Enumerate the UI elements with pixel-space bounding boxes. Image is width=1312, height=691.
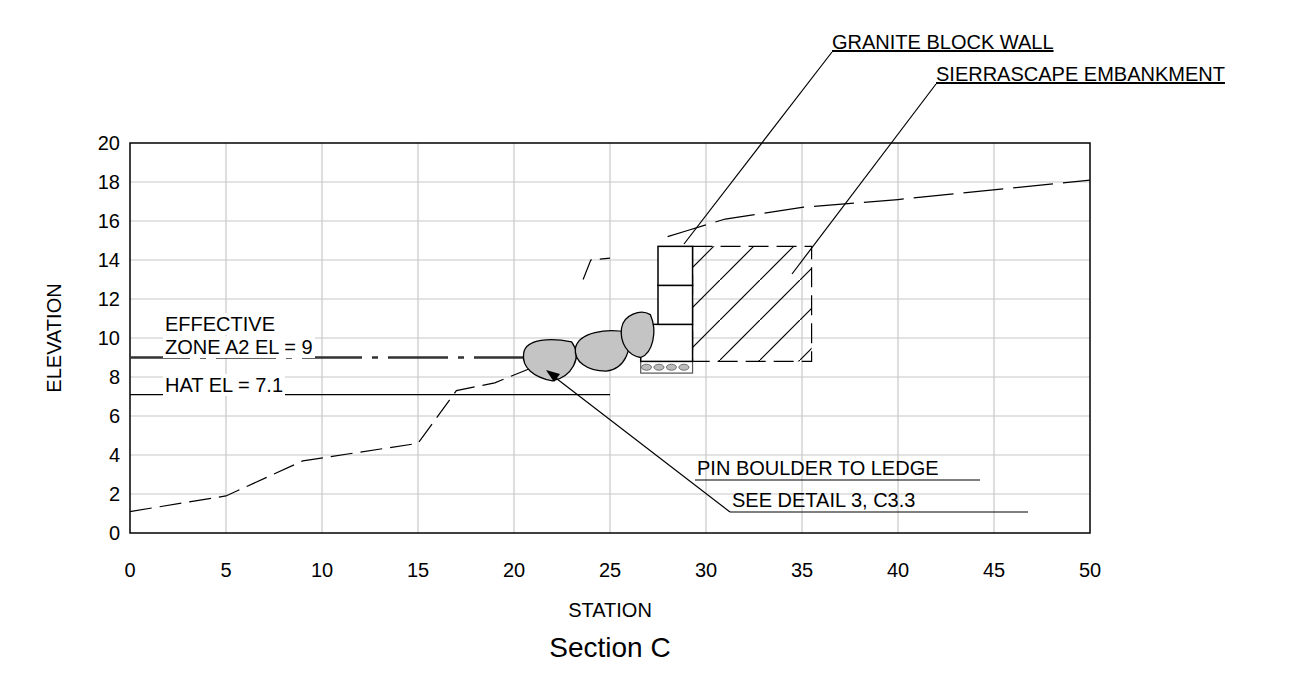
axis-tick: 10 xyxy=(98,328,120,348)
granite-block xyxy=(658,246,693,285)
axis-tick: 30 xyxy=(695,560,717,580)
grid-line xyxy=(130,493,1090,494)
axis-tick: 2 xyxy=(109,484,120,504)
section-features xyxy=(130,52,1090,512)
axis-tick: 20 xyxy=(98,133,120,153)
gravel-stone xyxy=(666,364,676,370)
leader-arrowhead xyxy=(546,370,560,382)
axis-tick: 5 xyxy=(220,560,231,580)
callout-label: SEE DETAIL 3, C3.3 xyxy=(732,490,915,510)
axis-tick: 50 xyxy=(1079,560,1101,580)
grid-line xyxy=(130,415,1090,416)
existing-ground xyxy=(583,258,610,279)
sierrascape-embankment xyxy=(693,246,812,361)
axis-tick: 18 xyxy=(98,172,120,192)
grid-line xyxy=(130,454,1090,455)
axis-tick: 14 xyxy=(98,250,120,270)
grid-line xyxy=(130,298,1090,299)
zone-label: ZONE A2 EL = 9 xyxy=(163,336,315,358)
axis-tick: 25 xyxy=(599,560,621,580)
callout-underline xyxy=(695,479,980,480)
gravel-stone xyxy=(654,364,664,370)
axis-tick: 6 xyxy=(109,406,120,426)
gravel-stone xyxy=(641,364,651,370)
tide-label: HAT EL = 7.1 xyxy=(163,374,285,396)
axis-tick: 15 xyxy=(407,560,429,580)
callout-label: PIN BOULDER TO LEDGE xyxy=(697,458,939,478)
axis-tick: 8 xyxy=(109,367,120,387)
gravel-footing xyxy=(641,361,693,373)
embankment-hatch xyxy=(693,246,812,361)
zone-label: EFFECTIVE xyxy=(163,313,277,335)
gravel-stone xyxy=(679,364,689,370)
axis-tick: 40 xyxy=(887,560,909,580)
existing-ground xyxy=(130,334,629,511)
leader-line xyxy=(684,52,832,244)
grid xyxy=(130,143,1090,533)
callout-label: SIERRASCAPE EMBANKMENT xyxy=(936,64,1225,84)
callout-label: GRANITE BLOCK WALL xyxy=(832,32,1054,52)
axis-tick: 16 xyxy=(98,211,120,231)
axis-tick: 20 xyxy=(503,560,525,580)
grid-line xyxy=(130,181,1090,182)
axis-tick: 35 xyxy=(791,560,813,580)
leader-line xyxy=(792,84,936,274)
axis-title: STATION xyxy=(568,600,652,620)
leader-line xyxy=(548,372,730,512)
axis-tick: 4 xyxy=(109,445,120,465)
axis-tick: 0 xyxy=(109,523,120,543)
boulder xyxy=(621,312,654,357)
axis-title: ELEVATION xyxy=(44,283,64,392)
axis-tick: 12 xyxy=(98,289,120,309)
granite-block xyxy=(658,285,693,324)
plot-frame xyxy=(130,143,1090,533)
grid-line xyxy=(130,259,1090,260)
axis-tick: 0 xyxy=(124,560,135,580)
existing-ground xyxy=(668,180,1090,237)
axis-tick: 10 xyxy=(311,560,333,580)
axis-tick: 45 xyxy=(983,560,1005,580)
section-caption: Section C xyxy=(549,634,670,662)
callout-underline xyxy=(730,511,1028,512)
grid-line xyxy=(130,220,1090,221)
